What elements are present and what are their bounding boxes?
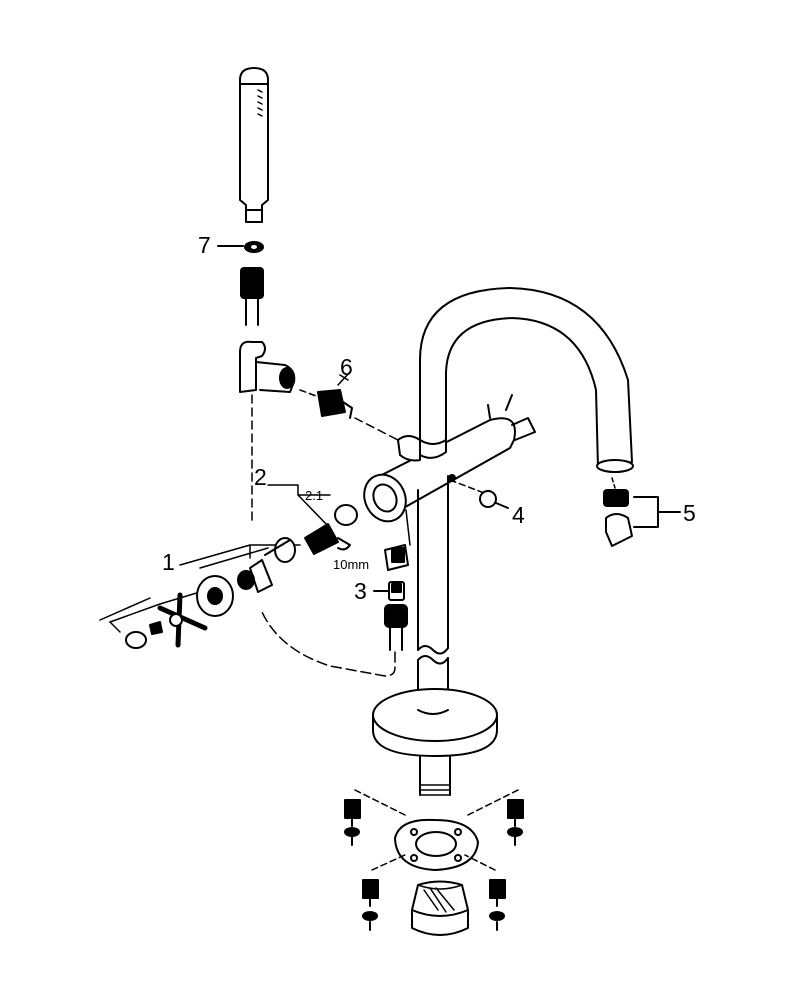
cartridge-6 xyxy=(299,371,399,441)
callout-7: 7 xyxy=(198,232,211,258)
callout-10mm: 10mm xyxy=(333,557,370,572)
callout-1: 1 xyxy=(162,549,175,575)
spout xyxy=(419,287,634,473)
callout-4: 4 xyxy=(512,502,525,528)
callout-6: 6 xyxy=(340,354,353,380)
shower-hose xyxy=(240,267,264,326)
mounting-flange xyxy=(394,818,479,871)
base-disc xyxy=(372,688,498,796)
column xyxy=(405,475,449,696)
hand-shower xyxy=(239,67,269,223)
handle-assembly-1 xyxy=(99,537,301,649)
callout-5: 5 xyxy=(683,500,696,526)
mixer-body xyxy=(363,394,536,523)
mounting-screws xyxy=(344,789,524,931)
spout-aerator-5 xyxy=(603,477,681,547)
leader-6 xyxy=(339,374,349,381)
washer-7 xyxy=(217,241,264,253)
wall-holder xyxy=(239,340,296,526)
adapter-3 xyxy=(261,544,409,677)
cap-4 xyxy=(479,490,509,509)
callout-2: 2 xyxy=(254,464,267,490)
callout-3: 3 xyxy=(354,578,367,604)
cartridge-2 xyxy=(267,484,358,555)
callout-2-1: 2.1 xyxy=(305,488,324,503)
mounting-nut xyxy=(411,880,469,936)
